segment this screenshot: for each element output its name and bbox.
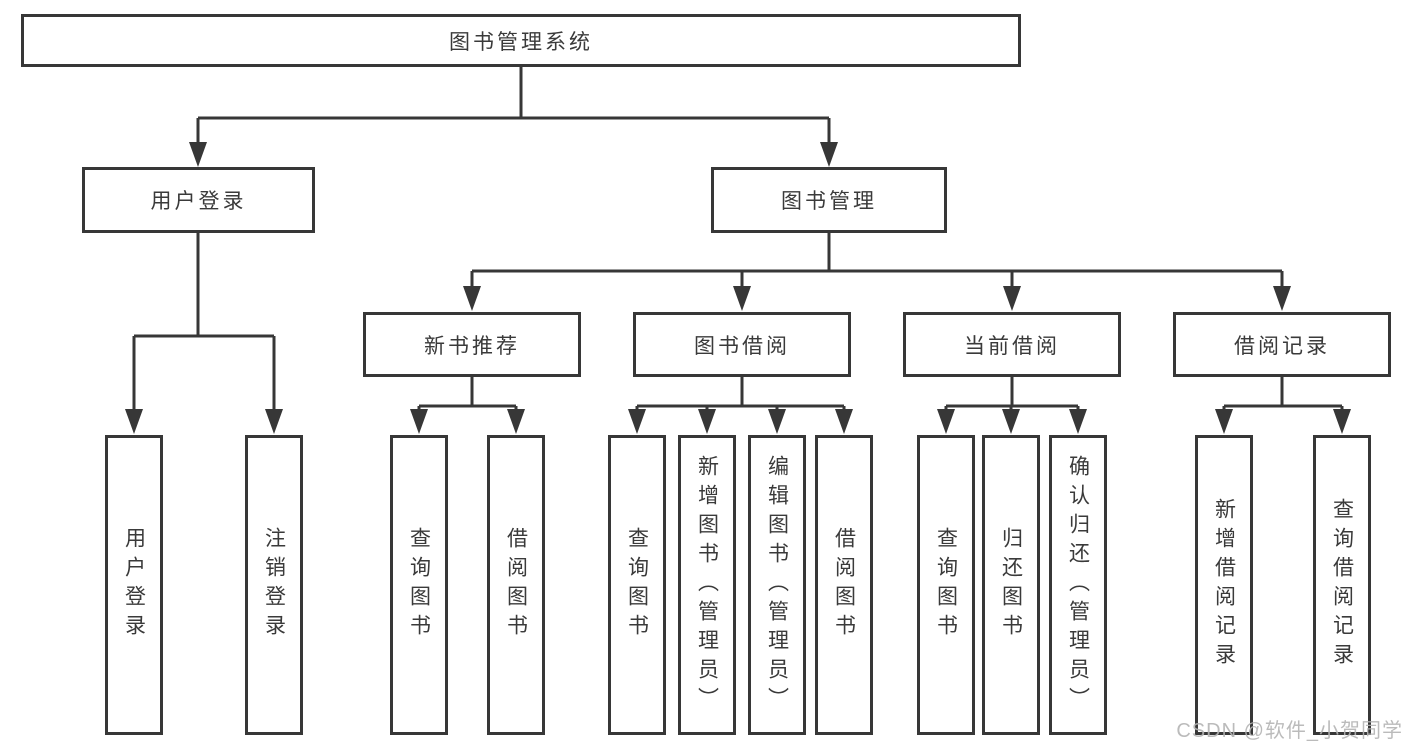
node-user-login-leaf: 用户登录: [105, 435, 163, 735]
node-logout-login: 注销登录: [245, 435, 303, 735]
node-query-books-current-label: 查询图书: [934, 527, 958, 643]
node-borrow-books: 借阅图书: [815, 435, 873, 735]
node-add-borrow-record: 新增借阅记录: [1195, 435, 1253, 735]
node-add-books-admin: 新增图书（管理员）: [678, 435, 736, 735]
node-edit-books-admin-label: 编辑图书（管理员）: [765, 454, 789, 716]
node-current-borrowing: 当前借阅: [903, 312, 1121, 377]
node-query-books-borrowing: 查询图书: [608, 435, 666, 735]
node-current-borrowing-label: 当前借阅: [964, 334, 1060, 358]
node-borrow-books-recommend-label: 借阅图书: [504, 527, 528, 643]
node-library-system: 图书管理系统: [21, 14, 1021, 67]
node-edit-books-admin: 编辑图书（管理员）: [748, 435, 806, 735]
node-borrow-books-recommend: 借阅图书: [487, 435, 545, 735]
node-query-books-recommend-label: 查询图书: [407, 527, 431, 643]
node-logout-login-label: 注销登录: [262, 527, 286, 643]
node-query-books-current: 查询图书: [917, 435, 975, 735]
node-add-borrow-record-label: 新增借阅记录: [1212, 498, 1236, 672]
node-user-login-leaf-label: 用户登录: [122, 527, 146, 643]
node-book-management: 图书管理: [711, 167, 947, 233]
node-borrow-books-label: 借阅图书: [832, 527, 856, 643]
node-borrowing-records-label: 借阅记录: [1234, 334, 1330, 358]
node-borrowing-records: 借阅记录: [1173, 312, 1391, 377]
node-query-borrow-record: 查询借阅记录: [1313, 435, 1371, 735]
node-library-system-label: 图书管理系统: [449, 30, 593, 54]
node-book-management-label: 图书管理: [781, 190, 877, 213]
node-book-borrowing: 图书借阅: [633, 312, 851, 377]
node-return-books: 归还图书: [982, 435, 1040, 735]
node-query-borrow-record-label: 查询借阅记录: [1330, 498, 1354, 672]
node-query-books-recommend: 查询图书: [390, 435, 448, 735]
node-book-borrowing-label: 图书借阅: [694, 334, 790, 358]
node-new-book-recommendation: 新书推荐: [363, 312, 581, 377]
node-return-books-label: 归还图书: [999, 527, 1023, 643]
watermark-text: CSDN @软件_小贺同学: [1176, 720, 1403, 742]
node-user-login: 用户登录: [82, 167, 315, 233]
node-new-book-recommendation-label: 新书推荐: [424, 334, 520, 358]
node-user-login-label: 用户登录: [150, 190, 247, 213]
node-add-books-admin-label: 新增图书（管理员）: [695, 454, 719, 716]
node-confirm-return-admin-label: 确认归还（管理员）: [1066, 454, 1090, 716]
node-query-books-borrowing-label: 查询图书: [625, 527, 649, 643]
node-confirm-return-admin: 确认归还（管理员）: [1049, 435, 1107, 735]
